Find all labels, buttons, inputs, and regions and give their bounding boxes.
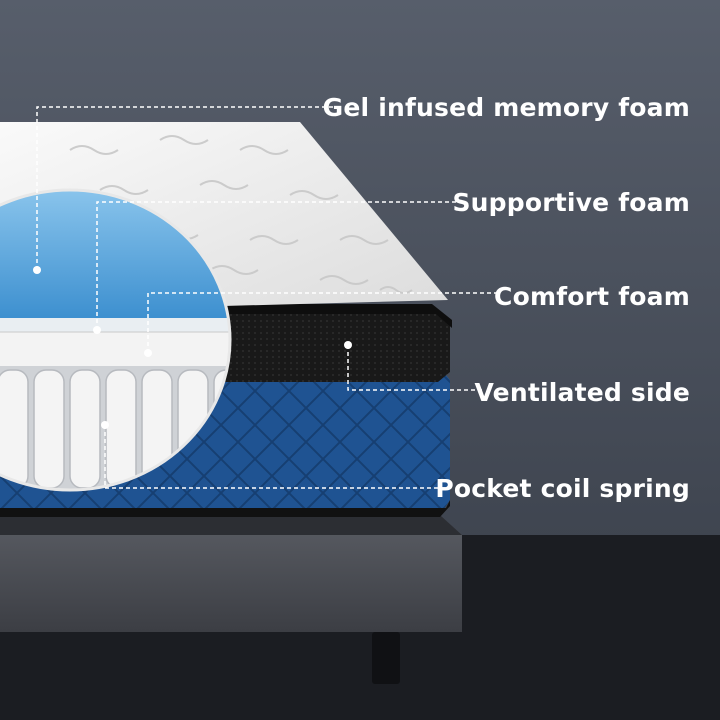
quilt-stitching [69, 135, 413, 294]
label-pocket-coil-spring: Pocket coil spring [435, 474, 690, 503]
marker-dot-icon [344, 341, 352, 349]
side-panel-bottom-piping [0, 500, 450, 517]
leader-gel-foam [36, 106, 338, 270]
bed-base [0, 515, 462, 632]
bed-leg [372, 632, 400, 684]
cutaway-rim [0, 188, 232, 492]
label-comfort-foam: Comfort foam [494, 282, 690, 311]
marker-dot-icon [144, 349, 152, 357]
leader-pocket-coil [104, 425, 450, 489]
callout-lines [36, 106, 496, 489]
label-gel-memory-foam: Gel infused memory foam [322, 93, 690, 122]
label-supportive-foam: Supportive foam [452, 188, 690, 217]
marker-dot-icon [33, 266, 41, 274]
comfort-foam-layer [0, 332, 230, 366]
supportive-foam-layer [0, 318, 230, 332]
marker-dot-icon [93, 326, 101, 334]
leader-supportive-foam [96, 201, 460, 330]
leader-ventilated-side [347, 345, 482, 391]
marker-dot-icon [101, 421, 109, 429]
leader-comfort-foam [147, 292, 496, 353]
callout-markers [33, 266, 352, 429]
label-ventilated-side: Ventilated side [474, 378, 690, 407]
bed-base-top-edge [0, 515, 462, 535]
